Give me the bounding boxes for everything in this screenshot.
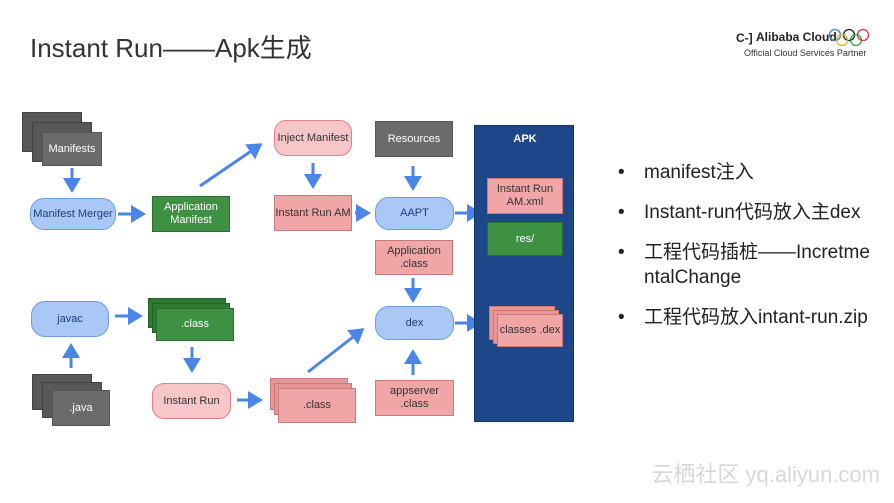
dex-node: dex: [375, 306, 454, 340]
bullet-item: • Instant-run代码放入主dex: [618, 200, 878, 225]
bullet-text: Instant-run代码放入主dex: [644, 202, 861, 223]
page-title: Instant Run——Apk生成: [30, 33, 312, 63]
instant-run-am-node: Instant Run AM: [274, 195, 352, 231]
bullet-item: • 工程代码插桩——IncretmentalChange: [618, 240, 878, 290]
apk-res-node: res/: [487, 222, 563, 256]
bullet-dot: •: [618, 242, 625, 263]
bullet-text: 工程代码插桩——IncretmentalChange: [644, 242, 870, 288]
class-pink-node: .class: [278, 388, 356, 423]
bullet-item: • 工程代码放入intant-run.zip: [618, 305, 878, 330]
watermark: 云栖社区 yq.aliyun.com: [651, 462, 880, 487]
bullet-item: • manifest注入: [618, 160, 878, 185]
manifest-merger-node: Manifest Merger: [30, 198, 116, 230]
olympic-rings-icon: [828, 28, 870, 46]
aapt-node: AAPT: [375, 197, 454, 230]
manifests-node: Manifests: [42, 132, 102, 166]
arrow-class-to-dex: [307, 328, 365, 374]
apk-title: APK: [513, 132, 537, 145]
instant-run-node: Instant Run: [152, 383, 231, 419]
logo-subtitle: Official Cloud Services Partner: [744, 48, 867, 58]
bullet-dot: •: [618, 202, 625, 223]
application-class-node: Application .class: [375, 240, 453, 275]
resources-node: Resources: [375, 121, 453, 157]
appserver-class-node: appserver .class: [375, 380, 454, 416]
apk-container: APK Instant Run AM.xml res/ classes .dex: [474, 125, 574, 422]
bullet-dot: •: [618, 162, 625, 183]
class-green-node: .class: [156, 308, 234, 341]
apk-instant-run-am-xml: Instant Run AM.xml: [487, 178, 563, 214]
arrow-appmanifest-to-inject: [199, 143, 263, 188]
logo-name: Alibaba Cloud: [756, 30, 837, 44]
bullet-text: manifest注入: [644, 162, 754, 183]
bullet-list: • manifest注入 • Instant-run代码放入主dex • 工程代码插桩…: [618, 160, 878, 345]
alibaba-cloud-logo: C-] Alibaba Cloud Official Cloud Service…: [736, 28, 876, 62]
alibaba-cloud-logo-mark: C-]: [736, 31, 753, 45]
bullet-text: 工程代码放入intant-run.zip: [644, 307, 868, 328]
javac-node: javac: [31, 301, 109, 337]
inject-manifest-node: Inject Manifest: [274, 120, 352, 156]
apk-classes-dex-node: classes .dex: [497, 314, 563, 347]
java-node: .java: [52, 390, 110, 426]
application-manifest-node: Application Manifest: [152, 196, 230, 232]
bullet-dot: •: [618, 307, 625, 328]
